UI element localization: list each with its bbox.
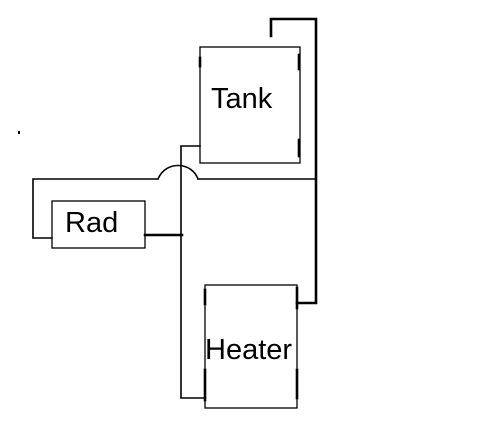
rad-label: Rad	[65, 207, 118, 239]
tank-box	[199, 46, 301, 164]
top-flow-pipe	[269, 17, 318, 305]
vertical-return-pipe	[180, 145, 206, 399]
pipe-crossover-hump	[156, 164, 200, 181]
stray-mark	[18, 131, 20, 134]
rad-component: Rad	[51, 200, 146, 249]
rad-feed-pipe	[32, 178, 159, 239]
heater-component: Heater	[203, 284, 299, 409]
heater-label: Heater	[205, 334, 292, 366]
heater-box	[204, 284, 298, 409]
tank-label: Tank	[211, 83, 273, 115]
rad-box	[51, 200, 146, 249]
tank-component: Tank	[198, 46, 301, 164]
